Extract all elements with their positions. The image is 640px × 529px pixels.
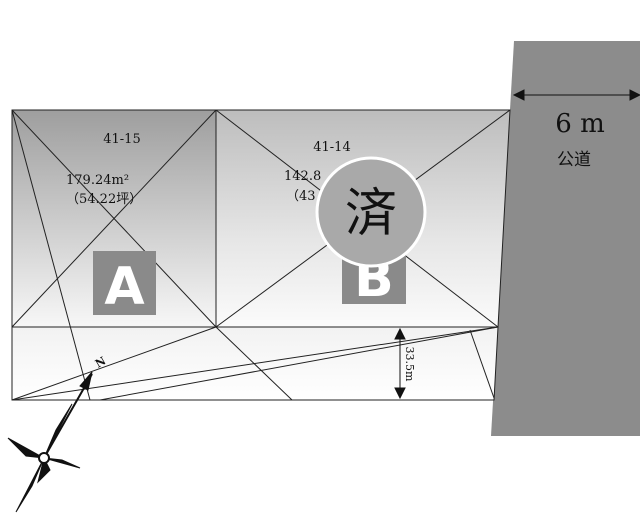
lot-a-area-sqm: 179.24m²	[66, 173, 129, 188]
sold-stamp-text: 済	[345, 184, 397, 244]
lot-b-area-sqm: 142.8	[284, 169, 321, 184]
sold-stamp	[315, 156, 427, 268]
compass-rose-icon	[7, 371, 93, 513]
lot-a-letter: A	[104, 257, 144, 317]
lot-a-parcel-number: 41-15	[103, 132, 140, 147]
public-road	[491, 41, 640, 436]
road-type-label: 公道	[557, 150, 591, 170]
road-width-label: 6 m	[555, 109, 604, 139]
lot-a-letter-box	[93, 251, 156, 315]
lot-a-area-tsubo: （54.22坪）	[66, 192, 142, 207]
lot-depth-label: 33.5m	[403, 347, 416, 382]
road-width-dimension	[512, 89, 640, 101]
shading-lines	[11, 109, 511, 401]
lot-b-area-tsubo: （43	[286, 189, 316, 204]
lot-b-parcel-number: 41-14	[313, 140, 350, 155]
lot-depth-dimension	[394, 327, 406, 400]
